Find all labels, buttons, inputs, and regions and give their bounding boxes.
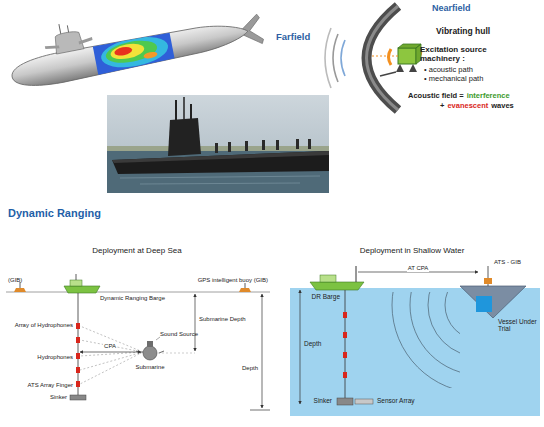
crew bbox=[215, 139, 311, 153]
sinker-label: Sinker bbox=[50, 394, 67, 401]
vibration-map bbox=[92, 27, 175, 77]
source-label: Sound Source bbox=[160, 331, 198, 338]
sinker-label: Sinker bbox=[313, 397, 333, 404]
sail bbox=[168, 118, 201, 156]
machinery-box bbox=[398, 48, 416, 64]
buoy-label: ATS - GIB bbox=[494, 259, 521, 266]
field-label: evanescent bbox=[447, 102, 488, 111]
barge-label: DR Barge bbox=[310, 293, 341, 300]
leader-line bbox=[156, 337, 160, 340]
array-label: Array of Hydrophones bbox=[15, 322, 73, 329]
mast bbox=[67, 25, 68, 32]
hydrophone-cable bbox=[78, 293, 79, 395]
sound-rays bbox=[80, 326, 143, 384]
ats-gib-buoy bbox=[484, 266, 492, 286]
dimension-line bbox=[300, 290, 301, 404]
dimension-line bbox=[262, 294, 263, 408]
path-label: • acoustic path bbox=[424, 66, 473, 75]
shallow-water-diagram bbox=[290, 217, 544, 416]
sensor-array bbox=[355, 399, 373, 404]
deep-sea-diagram bbox=[6, 274, 270, 410]
buoy-label: (GIB) bbox=[8, 277, 22, 284]
sensor-cable bbox=[345, 290, 346, 398]
source-label: Excitation source machinery : bbox=[420, 45, 506, 63]
dimension-label: Depth bbox=[303, 340, 322, 347]
dr-barge bbox=[310, 266, 364, 290]
gib-buoy bbox=[239, 283, 251, 292]
barge-label: Dynamic Ranging Barge bbox=[100, 295, 165, 302]
seabed-tick bbox=[250, 410, 270, 411]
dimension-label: Depth bbox=[242, 365, 258, 372]
hull-label: Vibrating hull bbox=[436, 27, 490, 37]
mast bbox=[175, 100, 177, 120]
sinker bbox=[70, 395, 86, 400]
submarine-label: Submarine bbox=[135, 364, 164, 371]
array-label: Sensor Array bbox=[376, 397, 416, 404]
wave bbox=[341, 40, 345, 76]
dimension-line bbox=[195, 294, 196, 351]
submarine-photo bbox=[107, 95, 329, 193]
sky bbox=[107, 95, 329, 193]
vibrating-hull bbox=[367, 6, 399, 110]
wave bbox=[325, 28, 331, 88]
nearfield-label: Nearfield bbox=[432, 3, 471, 13]
sail-plane bbox=[45, 37, 93, 51]
sensor bbox=[343, 312, 347, 378]
mount bbox=[396, 64, 417, 72]
mast bbox=[190, 104, 192, 119]
reflection bbox=[120, 176, 320, 184]
hull bbox=[9, 16, 250, 91]
field-label: interference bbox=[467, 92, 510, 101]
ranging-barge bbox=[64, 274, 100, 293]
path-label: • mechanical path bbox=[424, 75, 483, 84]
field-label: Acoustic field = bbox=[408, 92, 464, 101]
diagram-caption: Deployment in Shallow Water bbox=[360, 246, 465, 255]
submarine-bow-view bbox=[136, 341, 164, 360]
section-title: Dynamic Ranging bbox=[8, 207, 101, 220]
mast bbox=[59, 24, 61, 34]
acoustic-path bbox=[372, 56, 398, 57]
hull-highlight bbox=[367, 6, 399, 110]
sea-surface bbox=[6, 292, 270, 293]
excitation-mark bbox=[389, 49, 392, 65]
buoy-label: GPS intelligent buoy (GIB) bbox=[198, 277, 268, 284]
farfield-label: Farfield bbox=[276, 32, 310, 43]
cpa-label: CPA bbox=[103, 343, 117, 350]
sea bbox=[107, 151, 329, 193]
wave bbox=[333, 34, 338, 82]
array-label: ATS Array Finger bbox=[27, 382, 73, 389]
mast bbox=[183, 97, 185, 119]
dimension-label: Submarine Depth bbox=[199, 316, 246, 323]
field-label: + bbox=[440, 102, 444, 111]
cpa-line bbox=[80, 352, 141, 353]
machinery-box-side bbox=[398, 44, 421, 64]
vessel-hull bbox=[460, 286, 526, 318]
gib-buoy bbox=[14, 282, 26, 292]
hydrophone-label: Hydrophones bbox=[37, 354, 73, 361]
deck bbox=[112, 151, 329, 163]
submarine-model bbox=[4, 0, 265, 94]
field-label: waves bbox=[491, 102, 514, 111]
hydrophone bbox=[76, 323, 80, 387]
wavefronts bbox=[392, 292, 460, 388]
nearfield-sketch bbox=[325, 6, 421, 110]
vessel-under-trial bbox=[476, 296, 492, 312]
cpa-label: AT CPA bbox=[407, 265, 430, 272]
sinker bbox=[337, 398, 353, 405]
vessel-label: Vessel Under Trial bbox=[497, 318, 539, 333]
mechanical-path bbox=[380, 72, 396, 76]
depth-tick bbox=[158, 353, 195, 354]
hull bbox=[112, 151, 329, 174]
diagram-caption: Deployment at Deep Sea bbox=[92, 246, 181, 255]
